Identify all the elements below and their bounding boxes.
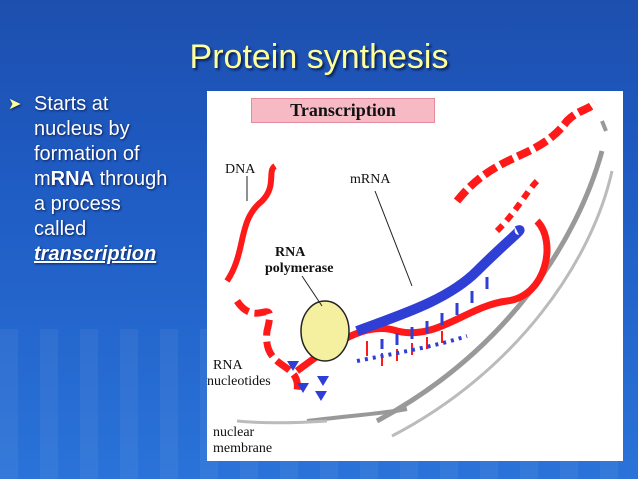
nuclear-membrane-inner bbox=[375, 150, 605, 424]
rna-polymerase-label-1: RNA bbox=[275, 245, 306, 260]
dna-template-strand bbox=[294, 218, 551, 374]
arrow-bullet-icon: ➤ bbox=[8, 96, 22, 113]
nuclear-membrane-label-1: nuclear bbox=[213, 425, 255, 440]
rna-nucleotides-label-2: nucleotides bbox=[207, 374, 271, 389]
rna-polymerase-label-2: polymerase bbox=[265, 261, 334, 276]
mrna-strand bbox=[355, 225, 525, 336]
nuclear-membrane-outer bbox=[391, 170, 614, 438]
free-nucleotides-row bbox=[356, 334, 468, 363]
slide-title: Protein synthesis bbox=[189, 38, 449, 76]
mrna-label: mRNA bbox=[350, 172, 391, 187]
diagram-drawing bbox=[224, 99, 614, 438]
nucleotide-icon bbox=[287, 361, 299, 371]
nuclear-membrane-label-2: membrane bbox=[213, 441, 273, 456]
rna-polymerase-shape bbox=[300, 300, 350, 362]
transcription-term: transcription bbox=[34, 243, 157, 265]
dna-strand-left bbox=[224, 163, 278, 283]
diagram-heading: Transcription bbox=[251, 98, 435, 123]
dna-helix-upper bbox=[453, 99, 598, 204]
rna-nucleotides-label-1: RNA bbox=[213, 358, 243, 373]
bullet-text: Starts at nucleus by formation of mRNA t… bbox=[34, 92, 214, 267]
dna-helix-lower bbox=[234, 298, 301, 392]
dna-label: DNA bbox=[225, 162, 256, 177]
transcription-diagram: Transcription DNA mRNA RNA polymerase RN… bbox=[207, 91, 623, 461]
membrane-segment bbox=[306, 407, 408, 423]
